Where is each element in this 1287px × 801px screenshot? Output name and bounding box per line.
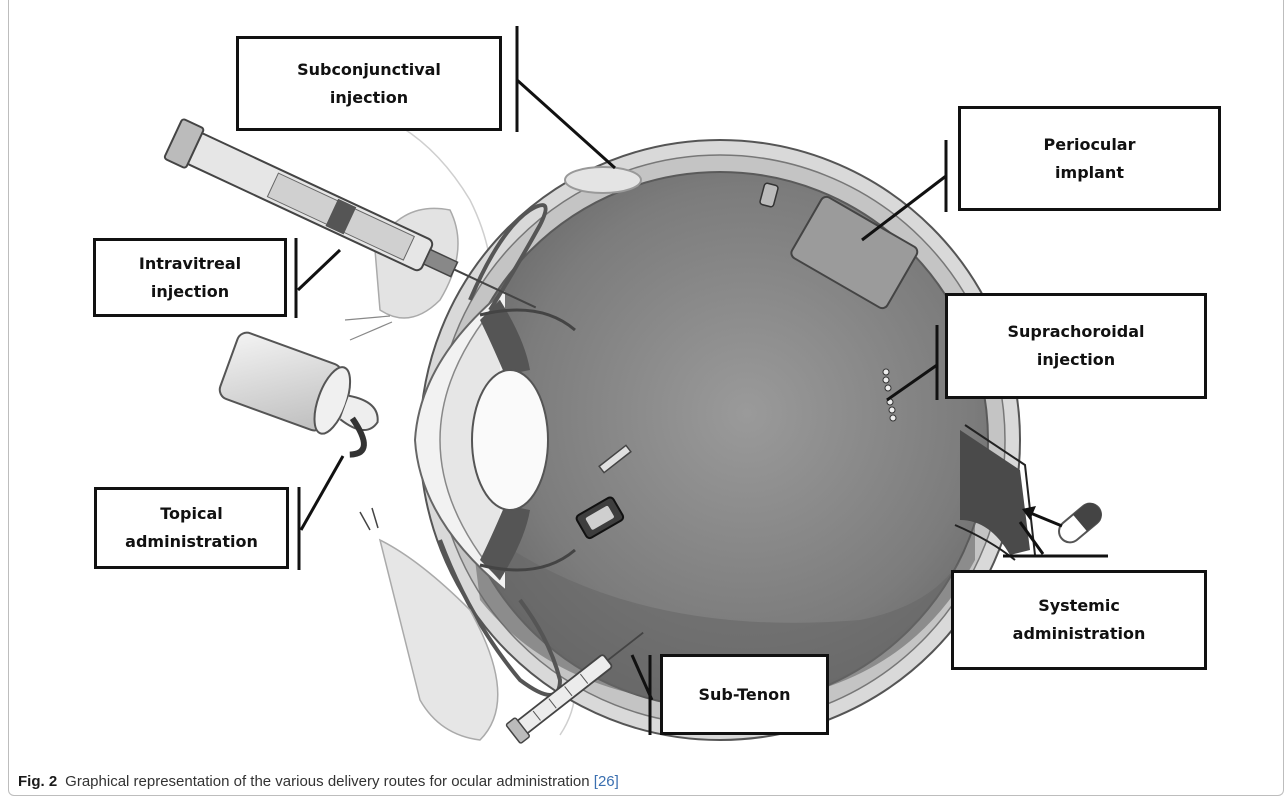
caption-reference-link[interactable]: [26] xyxy=(594,773,619,790)
lens xyxy=(472,370,548,510)
eye-drop-bottle xyxy=(214,330,392,460)
subconjunctival-label: Subconjunctival injection xyxy=(236,36,502,131)
systemic-arrow xyxy=(1022,506,1062,526)
subconjunctival-depot xyxy=(565,167,641,193)
periocular-label: Periocular implant xyxy=(958,106,1221,211)
eyelashes-lower xyxy=(360,508,378,530)
suprachoroidal-label: Suprachoroidal injection xyxy=(945,293,1207,399)
systemic-capsule xyxy=(1055,499,1106,547)
eyelashes-upper xyxy=(345,316,392,340)
caption-text: Graphical representation of the various … xyxy=(65,773,594,790)
intravitreal-label: Intravitreal injection xyxy=(93,238,287,317)
systemic-label: Systemic administration xyxy=(951,570,1207,670)
subtenon-label: Sub-Tenon xyxy=(660,654,829,735)
topical-label: Topical administration xyxy=(94,487,289,569)
caption-figure-label: Fig. 2 xyxy=(18,773,57,790)
figure-caption: Fig. 2 Graphical representation of the va… xyxy=(18,773,619,790)
